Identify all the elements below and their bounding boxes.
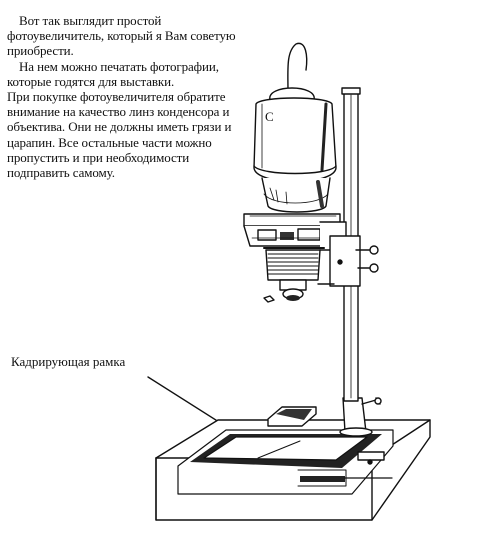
intro-text: Вот так выглядит простой фотоувеличитель… (7, 13, 242, 180)
column-carriage (329, 235, 379, 287)
bellows (263, 247, 325, 281)
intro-paragraph-2: На нем можно печатать фотографии, которы… (7, 58, 219, 89)
intro-paragraph-3: При покупке фотоувеличителя обратите вни… (7, 89, 232, 181)
lamp-letter: C (265, 109, 274, 124)
lens (263, 279, 307, 303)
callout-label: Кадрирующая рамка (11, 354, 126, 369)
power-cable (287, 42, 308, 93)
easel-frame (177, 429, 394, 495)
intro-paragraph-1: Вот так выглядит простой фотоувеличитель… (7, 13, 236, 59)
negative-carrier (267, 406, 317, 427)
lamp-housing (253, 87, 337, 213)
